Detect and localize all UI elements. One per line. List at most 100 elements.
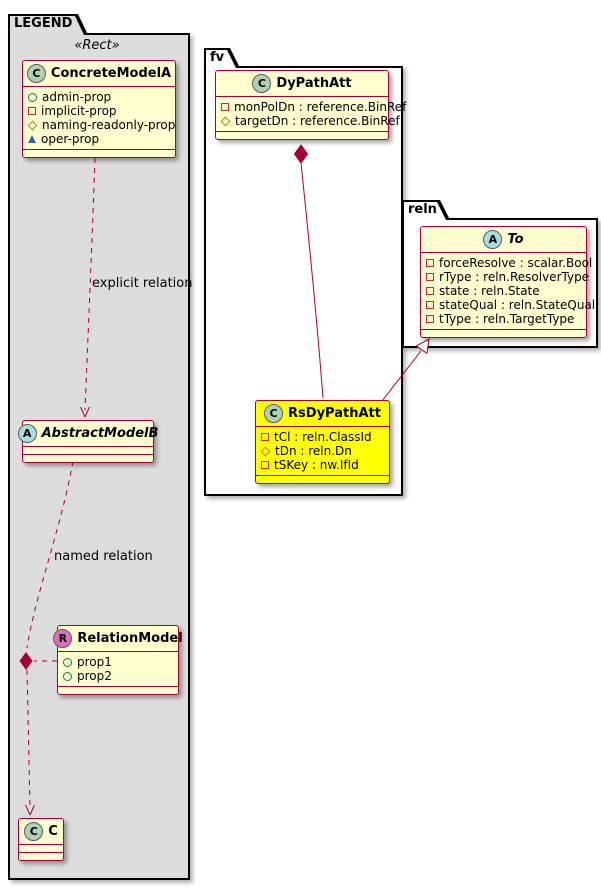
methods-compartment <box>256 476 389 483</box>
methods-compartment <box>421 330 586 337</box>
private-square-icon <box>426 273 434 281</box>
member-row: admin-prop <box>28 90 170 104</box>
member-row: tSKey : nw.IfId <box>261 458 384 472</box>
private-square-icon <box>426 301 434 309</box>
member-text: admin-prop <box>42 90 112 104</box>
methods-compartment <box>23 455 153 462</box>
public-circle-icon <box>28 92 37 102</box>
member-text: monPolDn : reference.BinRef <box>234 100 407 114</box>
fields-compartment: prop1 prop2 <box>58 652 178 687</box>
methods-compartment <box>19 853 63 860</box>
class-to: A To forceResolve : scalar.Bool rType : … <box>420 226 595 338</box>
fields-compartment <box>19 845 63 853</box>
class-name: C <box>48 824 58 839</box>
member-row: tDn : reln.Dn <box>260 444 384 458</box>
class-dy-path-att: C DyPathAtt monPolDn : reference.BinRef … <box>215 70 406 140</box>
class-header: C C <box>19 819 63 845</box>
package-fv-title: fv <box>210 50 225 65</box>
member-text: tCl : reln.ClassId <box>274 430 372 444</box>
member-row: tType : reln.TargetType <box>426 312 581 326</box>
member-row: stateQual : reln.StateQual <box>426 298 595 312</box>
abstract-spot-icon: A <box>17 424 37 443</box>
member-row: prop2 <box>63 669 173 683</box>
package-triangle-icon <box>28 135 36 143</box>
member-row: rType : reln.ResolverType <box>426 270 589 284</box>
class-concrete-model-a: C ConcreteModelA admin-prop implicit-pro… <box>22 60 176 158</box>
fields-compartment: forceResolve : scalar.Bool rType : reln.… <box>421 253 595 330</box>
class-name: RelationModel <box>77 631 183 646</box>
member-row: oper-prop <box>28 132 170 146</box>
class-header: C RsDyPathAtt <box>256 401 389 427</box>
class-spot-icon: C <box>264 404 284 423</box>
member-text: tDn : reln.Dn <box>275 444 352 458</box>
member-text: oper-prop <box>41 132 100 146</box>
relation-spot-icon: R <box>53 629 73 648</box>
package-tab-fill <box>10 16 84 35</box>
member-text: implicit-prop <box>41 104 117 118</box>
member-row: targetDn : reference.BinRef <box>220 114 400 128</box>
legend-stereotype: «Rect» <box>74 38 120 53</box>
class-rs-dy-path-att: C RsDyPathAtt tCl : reln.ClassId tDn : r… <box>255 400 390 484</box>
member-row: monPolDn : reference.BinRef <box>221 100 406 114</box>
private-square-icon <box>261 433 269 441</box>
class-spot-icon: C <box>26 64 46 83</box>
package-reln-title: reln <box>408 202 437 217</box>
class-name: RsDyPathAtt <box>288 406 381 421</box>
class-header: A AbstractModelB <box>17 421 158 447</box>
private-square-icon <box>426 259 434 267</box>
member-text: rType : reln.ResolverType <box>439 270 590 284</box>
methods-compartment <box>23 150 175 157</box>
class-name: AbstractModelB <box>41 426 159 441</box>
methods-compartment <box>216 132 388 139</box>
member-row: prop1 <box>63 655 173 669</box>
fields-compartment: monPolDn : reference.BinRef targetDn : r… <box>216 97 406 132</box>
member-row: state : reln.State <box>426 284 581 298</box>
member-text: tType : reln.TargetType <box>439 312 575 326</box>
class-name: To <box>507 232 524 247</box>
class-header: C ConcreteModelA <box>23 61 175 87</box>
edge-label-named-relation: named relation <box>54 549 153 564</box>
edge-label-explicit-relation: explicit relation <box>92 276 193 291</box>
protected-diamond-icon <box>260 446 271 456</box>
member-row: implicit-prop <box>28 104 170 118</box>
member-text: targetDn : reference.BinRef <box>235 114 400 128</box>
public-circle-icon <box>63 671 72 681</box>
class-header: C DyPathAtt <box>216 71 388 97</box>
package-tab-fill <box>404 202 446 220</box>
private-square-icon <box>261 461 269 469</box>
member-text: forceResolve : scalar.Bool <box>439 256 593 270</box>
class-spot-icon: C <box>24 822 44 841</box>
member-text: stateQual : reln.StateQual <box>439 298 596 312</box>
package-tab-fill <box>206 50 236 68</box>
class-name: ConcreteModelA <box>50 66 172 81</box>
class-header: A To <box>421 227 586 253</box>
class-name: DyPathAtt <box>276 76 352 91</box>
class-relation-model: R RelationModel prop1 prop2 <box>53 625 183 695</box>
class-abstract-model-b: A AbstractModelB <box>17 420 158 463</box>
fields-compartment: admin-prop implicit-prop naming-readonly… <box>23 87 175 150</box>
fields-compartment <box>23 447 153 455</box>
package-reln-tab: reln <box>402 200 450 220</box>
fields-compartment: tCl : reln.ClassId tDn : reln.Dn tSKey :… <box>256 427 389 476</box>
private-square-icon <box>426 315 434 323</box>
private-square-icon <box>221 103 229 111</box>
member-row: tCl : reln.ClassId <box>261 430 384 444</box>
private-square-icon <box>426 287 434 295</box>
protected-diamond-icon <box>27 120 38 130</box>
member-text: state : reln.State <box>439 284 540 298</box>
private-square-icon <box>28 107 36 115</box>
abstract-spot-icon: A <box>483 230 503 249</box>
class-header: R RelationModel <box>53 626 183 652</box>
package-fv-tab: fv <box>204 48 240 68</box>
methods-compartment <box>58 687 178 694</box>
member-text: naming-readonly-prop <box>42 118 176 132</box>
member-text: prop2 <box>77 669 112 683</box>
class-spot-icon: C <box>252 74 272 93</box>
package-legend-title: LEGEND <box>14 16 73 31</box>
member-text: prop1 <box>77 655 112 669</box>
member-row: forceResolve : scalar.Bool <box>426 256 592 270</box>
package-legend-tab: LEGEND <box>8 14 88 35</box>
class-c: C C <box>18 818 64 861</box>
member-text: tSKey : nw.IfId <box>274 458 359 472</box>
